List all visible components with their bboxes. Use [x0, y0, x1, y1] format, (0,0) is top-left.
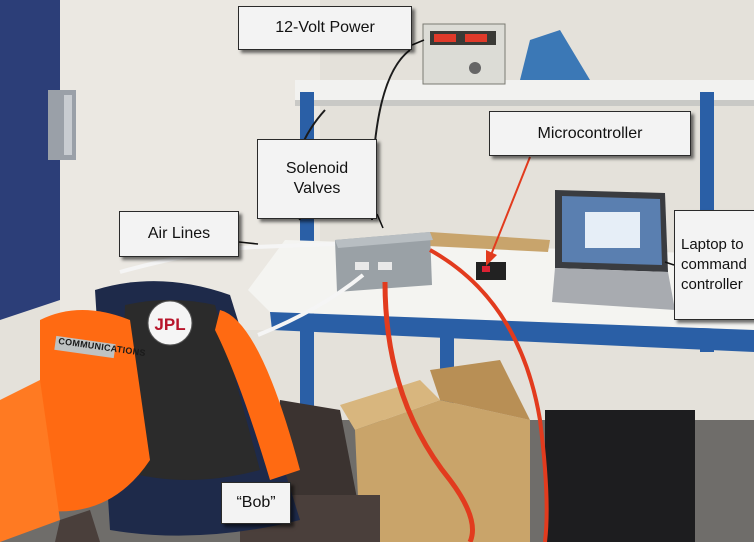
callout-laptop: Laptop to command controller [674, 210, 754, 320]
power-supply [422, 23, 506, 85]
callout-air-lines: Air Lines [119, 211, 239, 257]
callout-bob: “Bob” [221, 482, 291, 524]
callout-12-volt-power: 12-Volt Power [238, 6, 412, 50]
orange-vest [0, 310, 300, 542]
jpl-logo: JPL [154, 315, 186, 334]
callout-microcontroller: Microcontroller [489, 111, 691, 156]
callout-solenoid-valves: Solenoid Valves [257, 139, 377, 219]
laptop [552, 190, 675, 310]
